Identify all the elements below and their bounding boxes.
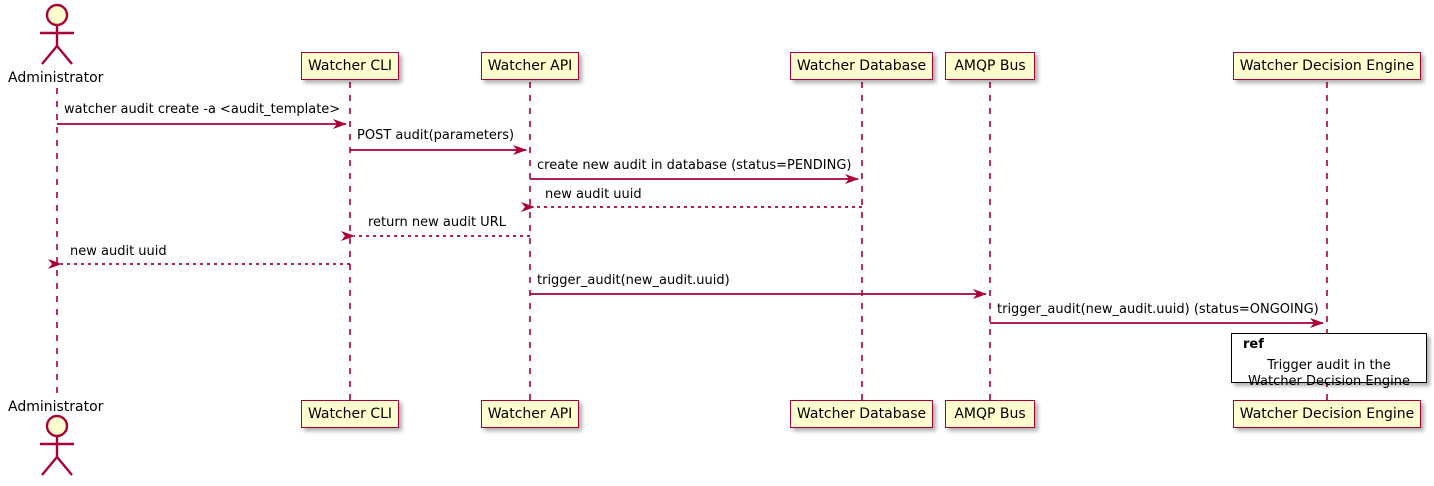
actor-figure-top: [40, 3, 74, 65]
actor-label-administrator-top: Administrator: [8, 70, 104, 86]
participant-box-amqp-bus-top[interactable]: AMQP Bus: [945, 52, 1035, 80]
ref-fragment-body: Trigger audit in the Watcher Decision En…: [1232, 358, 1426, 390]
message-label-5: return new audit URL: [368, 215, 506, 230]
participant-box-watcher-api-top[interactable]: Watcher API: [481, 52, 579, 80]
actor-figure-bottom: [40, 414, 74, 476]
participant-box-watcher-database-bottom[interactable]: Watcher Database: [790, 400, 933, 428]
ref-fragment-line-1: Trigger audit in the: [1267, 358, 1391, 373]
participant-box-watcher-decision-engine-bottom[interactable]: Watcher Decision Engine: [1233, 400, 1421, 428]
message-label-4: new audit uuid: [545, 187, 642, 202]
participant-box-watcher-database-top[interactable]: Watcher Database: [790, 52, 933, 80]
message-arrows: [48, 119, 1324, 328]
message-label-1: watcher audit create -a <audit_template>: [64, 102, 341, 117]
participant-box-amqp-bus-bottom[interactable]: AMQP Bus: [945, 400, 1035, 428]
participant-box-watcher-cli-top[interactable]: Watcher CLI: [301, 52, 399, 80]
actor-label-administrator-bottom: Administrator: [8, 399, 104, 415]
ref-fragment: ref Trigger audit in the Watcher Decisio…: [1231, 333, 1427, 389]
ref-fragment-line-2: Watcher Decision Engine: [1248, 374, 1410, 389]
lifelines: [56, 82, 1328, 400]
participant-box-watcher-decision-engine-top[interactable]: Watcher Decision Engine: [1233, 52, 1421, 80]
participant-box-watcher-api-bottom[interactable]: Watcher API: [481, 400, 579, 428]
message-label-8: trigger_audit(new_audit.uuid) (status=ON…: [997, 302, 1319, 317]
message-label-2: POST audit(parameters): [357, 128, 515, 143]
participant-box-watcher-cli-bottom[interactable]: Watcher CLI: [301, 400, 399, 428]
ref-fragment-tab-label: ref: [1243, 337, 1264, 352]
message-label-6: new audit uuid: [70, 244, 167, 259]
message-label-3: create new audit in database (status=PEN…: [537, 158, 852, 173]
message-label-7: trigger_audit(new_audit.uuid): [537, 273, 730, 288]
